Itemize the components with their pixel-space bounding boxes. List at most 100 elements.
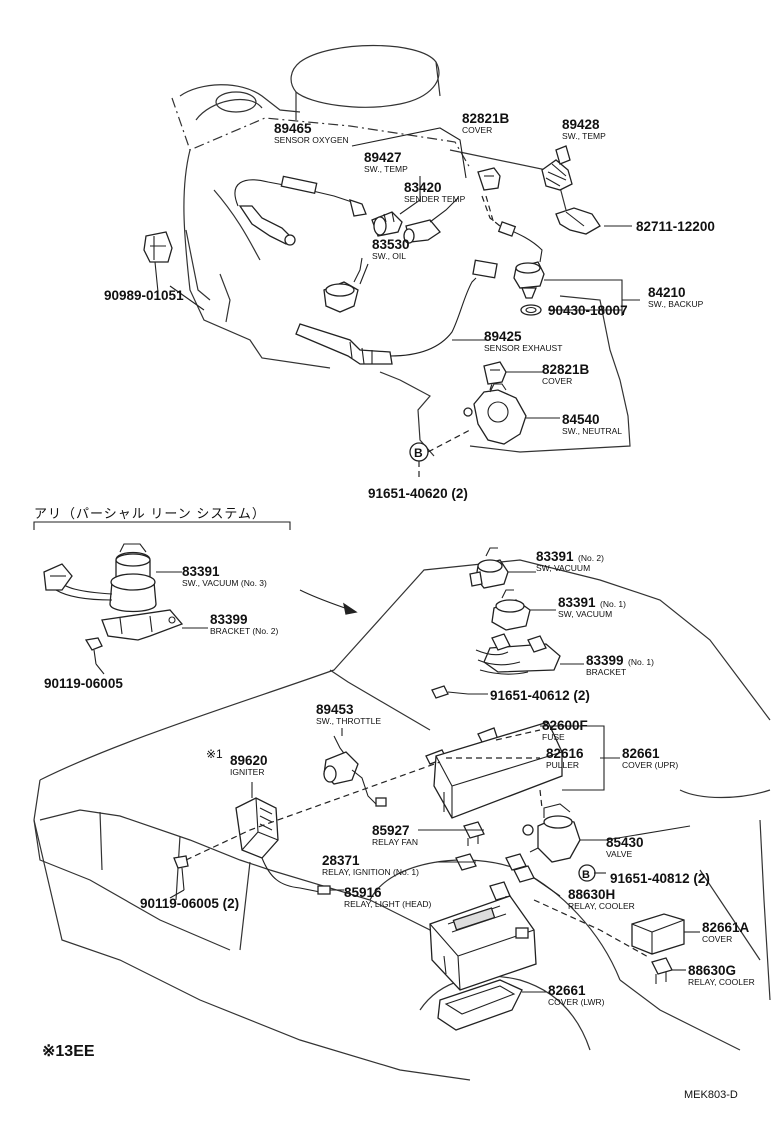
- part-description: COVER: [702, 934, 732, 944]
- valve-85430-icon: [522, 803, 581, 863]
- part-description: SW., OIL: [372, 251, 406, 261]
- part-description: SW, VACUUM: [536, 563, 590, 573]
- engine-outline: [171, 44, 631, 457]
- bolt-90119-bottom-icon: [173, 855, 189, 891]
- part-number: 85916: [344, 885, 382, 900]
- leader-lines-bottom: [169, 571, 700, 993]
- igniter-icon: [235, 782, 331, 895]
- part-description: SW., TEMP: [562, 131, 606, 141]
- cover-82821b-mid-icon: [483, 361, 507, 385]
- part-label-p83391_no2: 83391(No. 2)SW, VACUUM: [536, 549, 604, 573]
- part-description: BRACKET (No. 2): [210, 626, 279, 636]
- bolt-91651-a-icon: [431, 685, 469, 699]
- part-description: RELAY FAN: [372, 837, 418, 847]
- part-number: 90989-01051: [104, 288, 184, 303]
- part-number: 82616: [546, 746, 584, 761]
- part-number: 82661: [622, 746, 660, 761]
- part-number: 90119-06005 (2): [140, 896, 239, 911]
- part-number: 89620: [230, 753, 268, 768]
- section-label: アリ（パーシャル リーン システム）: [34, 506, 266, 521]
- backup-switch-icon: [497, 221, 545, 299]
- part-description: SW., BACKUP: [648, 299, 704, 309]
- part-number: 84540: [562, 412, 600, 427]
- part-description: SW., NEUTRAL: [562, 426, 622, 436]
- part-number: 83399: [210, 612, 248, 627]
- vacuum-switch-no3-icon: [43, 543, 157, 613]
- relay-fan-icon: [463, 821, 485, 846]
- part-number: 91651-40620 (2): [368, 486, 468, 501]
- callout-b-top: B: [409, 442, 429, 462]
- temp-switch-89427-icon: [371, 211, 403, 237]
- callout-b-bottom: B: [578, 864, 596, 882]
- part-description: BRACKET: [586, 667, 626, 677]
- throttle-switch-icon: [323, 735, 387, 807]
- part-description: SW., THROTTLE: [316, 716, 381, 726]
- part-description: COVER (LWR): [548, 997, 605, 1007]
- part-number: 82661: [548, 983, 586, 998]
- gasket-90430-icon: [520, 304, 542, 316]
- part-number: 84210: [648, 285, 686, 300]
- part-description: RELAY, COOLER: [688, 977, 755, 987]
- vacuum-switch-no1-icon: [491, 589, 531, 631]
- part-description: RELAY, COOLER: [568, 901, 635, 911]
- callout-b-bottom-text: B: [582, 869, 590, 881]
- part-description: IGNITER: [230, 767, 264, 777]
- bolt-90119-top-icon: [84, 637, 103, 665]
- part-description: SW., VACUUM (No. 3): [182, 578, 267, 588]
- leader-90119-top: [95, 663, 105, 675]
- part-number: 82711-12200: [636, 219, 715, 234]
- relay-cooler-g-icon: [651, 957, 673, 984]
- part-number: 91651-40612 (2): [490, 688, 590, 703]
- part-number: 83391: [182, 564, 220, 579]
- part-number: 90430-18007: [548, 303, 628, 318]
- diagram-code: MEK803-D: [684, 1089, 738, 1101]
- oil-switch-icon: [323, 257, 363, 313]
- part-number: 88630G: [688, 963, 736, 978]
- part-description: SW., TEMP: [364, 164, 408, 174]
- part-number: 91651-40812 (2): [610, 871, 710, 886]
- part-number: 89428: [562, 117, 600, 132]
- part-number: 83391: [558, 595, 596, 610]
- vacuum-switch-no2-icon: [469, 547, 509, 589]
- part-number: 89425: [484, 329, 522, 344]
- part-description: SENDER TEMP: [404, 194, 466, 204]
- clip-82711-icon: [555, 207, 601, 235]
- part-description: COVER (UPR): [622, 760, 678, 770]
- part-number: 89465: [274, 121, 312, 136]
- part-suffix: (No. 2): [578, 553, 604, 563]
- bracket-no2-icon: [101, 609, 184, 641]
- part-label-p91651_40612b: 91651-40812 (2): [610, 871, 710, 886]
- part-label-p90989: 90989-01051: [104, 288, 184, 303]
- arrow-indicator: [299, 589, 358, 615]
- cover-upr-icon: [433, 721, 563, 819]
- part-number: 89427: [364, 150, 402, 165]
- part-description: RELAY, LIGHT (HEAD): [344, 899, 432, 909]
- part-number: 90119-06005: [44, 676, 123, 691]
- cover-82821b-top-icon: [477, 167, 501, 191]
- asterisk-mark: ※1: [206, 747, 223, 761]
- part-number: 83420: [404, 180, 442, 195]
- part-number: 85430: [606, 835, 644, 850]
- part-number: 82821B: [462, 111, 510, 126]
- footnote: ※13EE: [42, 1043, 95, 1060]
